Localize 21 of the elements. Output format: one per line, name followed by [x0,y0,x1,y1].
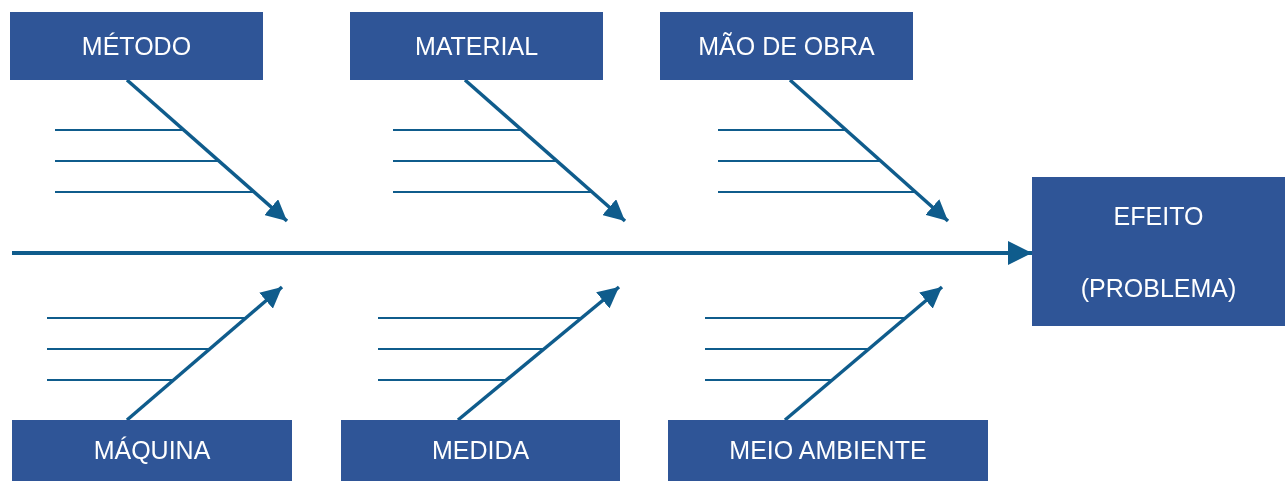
bone-arrow [783,285,944,422]
bone-arrow [456,285,621,422]
category-box [10,12,263,80]
bone-arrow [125,285,284,422]
category-label: MÉTODO [81,31,192,61]
effect-box [1032,177,1285,326]
category-box [350,12,603,80]
category-label: MATERIAL [414,31,539,61]
spine-arrow [12,241,1032,265]
category-box [660,12,913,80]
category-label: MÁQUINA [93,436,211,465]
bone-arrow [463,78,627,223]
bone-arrow [788,78,950,223]
category-box [12,420,292,481]
category-label: MEIO AMBIENTE [729,436,927,465]
category-box [668,420,988,481]
category-label: MEDIDA [431,436,530,465]
category-label: MÃO DE OBRA [698,31,875,61]
effect-label: EFEITO (PROBLEMA) [1079,200,1238,304]
bone-arrow [125,78,289,223]
category-box [341,420,620,481]
